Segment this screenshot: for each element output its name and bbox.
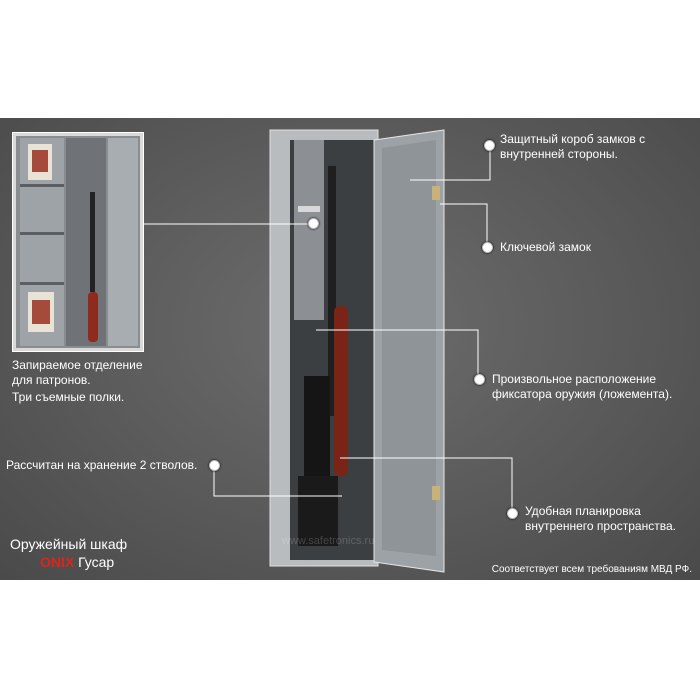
callout-dot-position[interactable] (474, 374, 485, 385)
brand-name: ONIX (40, 554, 75, 570)
compliance-note: Соответствует всем требованиям МВД РФ. (491, 564, 692, 575)
product-title: Оружейный шкаф (10, 536, 128, 552)
product-panel: Защитный короб замков с внутренней сторо… (0, 118, 700, 580)
product-model: ONIX Гусар (40, 554, 114, 570)
callout-protective-box: Защитный короб замков с внутренней сторо… (500, 132, 646, 161)
model-name: Гусар (78, 554, 115, 570)
callout-layout: Удобная планировка внутреннего пространс… (525, 504, 676, 533)
gun-safe-image (269, 129, 445, 573)
watermark: www.safetronics.ru (282, 535, 375, 547)
callout-position: Произвольное расположение фиксатора оруж… (492, 372, 673, 401)
callout-dot-layout[interactable] (507, 508, 518, 519)
callout-dot-capacity[interactable] (209, 460, 220, 471)
callout-capacity: Рассчитан на хранение 2 стволов. (6, 458, 198, 472)
callout-dot-protective-box[interactable] (484, 140, 495, 151)
callout-shelves: Три съемные полки. (12, 390, 125, 404)
inset-compartment-photo (12, 132, 144, 352)
callout-lockable-compartment: Запираемое отделение для патронов. (12, 358, 143, 387)
callout-dot-key-lock[interactable] (482, 242, 493, 253)
callout-key-lock: Ключевой замок (500, 240, 591, 254)
callout-dot-compartment[interactable] (308, 218, 319, 229)
connector-lines (144, 150, 513, 516)
